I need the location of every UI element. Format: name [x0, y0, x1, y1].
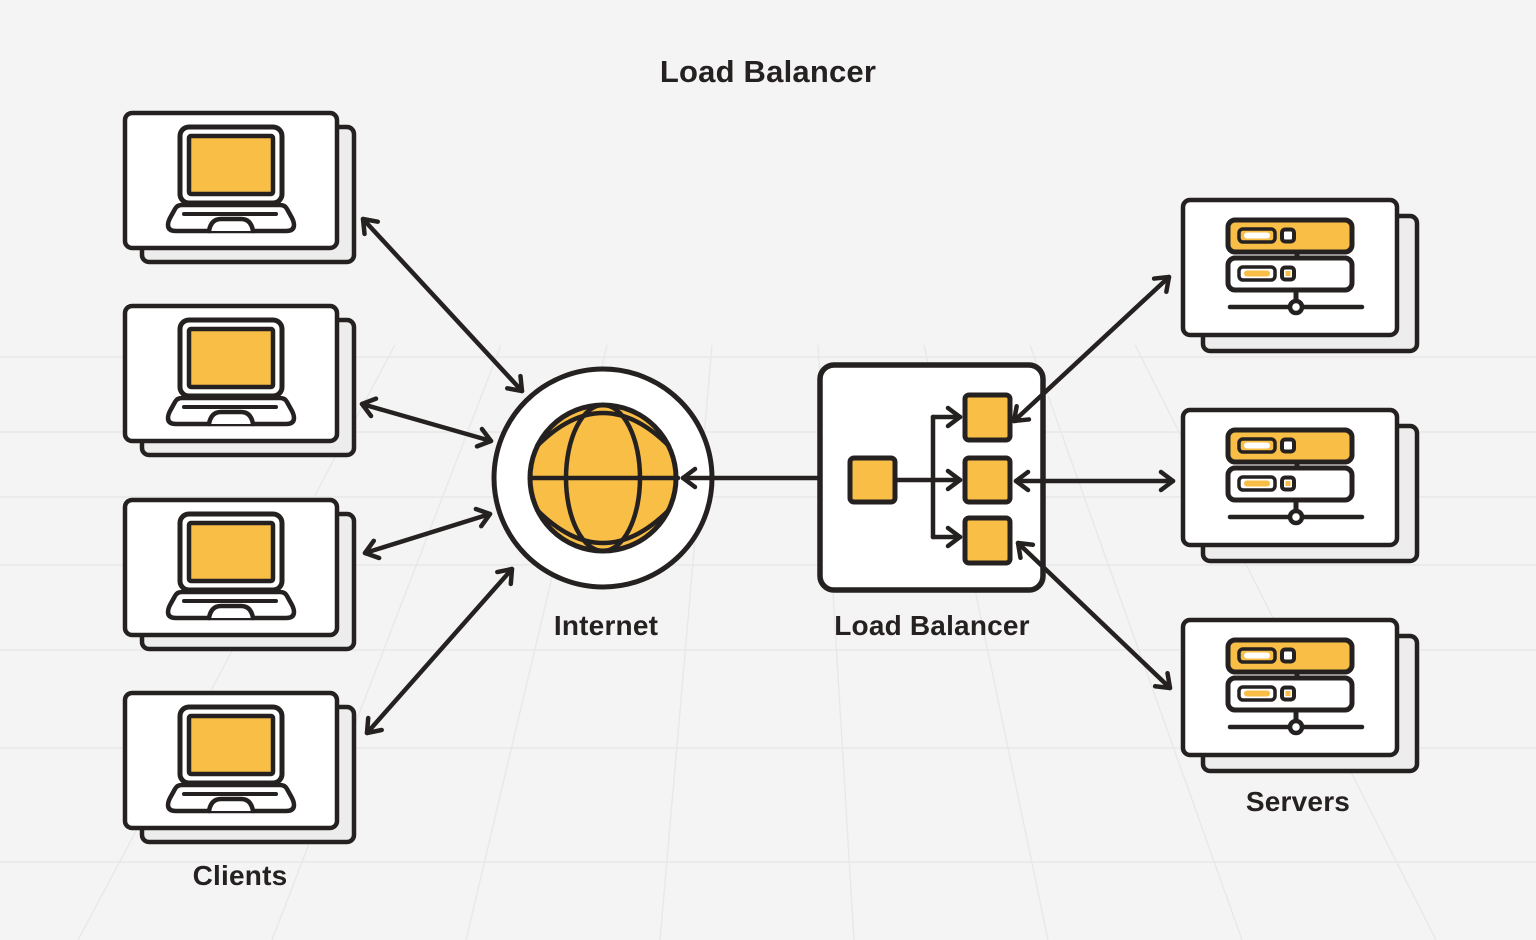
- diagram-title: Load Balancer: [659, 54, 877, 89]
- edge-client4-internet: [364, 566, 515, 736]
- laptop-icon: [168, 707, 294, 811]
- servers-label: Servers: [1245, 786, 1351, 817]
- lb-output-square-3: [962, 515, 1013, 566]
- load-balancer-flow: [892, 405, 963, 549]
- edge-client3-internet: [362, 506, 493, 561]
- edge-loadbalancer-server1: [1011, 274, 1172, 424]
- edge-client2-internet: [359, 396, 494, 449]
- server-node-2: [1180, 407, 1420, 564]
- load-balancer-node: [817, 362, 1046, 593]
- clients-label: Clients: [192, 860, 288, 891]
- edge-loadbalancer-server3: [1015, 540, 1173, 691]
- laptop-icon: [168, 127, 294, 231]
- laptop-icon: [168, 320, 294, 424]
- edge-client1-internet: [360, 216, 525, 394]
- server-node-1: [1180, 197, 1420, 354]
- globe-icon: [527, 402, 681, 554]
- internet-label: Internet: [553, 610, 659, 641]
- load-balancer-label: Load Balancer: [834, 610, 1030, 641]
- client-node-2: [122, 303, 357, 458]
- lb-input-square: [847, 455, 898, 505]
- lb-output-square-2: [962, 455, 1013, 505]
- client-node-1: [122, 110, 357, 265]
- client-node-3: [122, 497, 357, 652]
- lb-output-square-1: [962, 392, 1013, 443]
- server-node-3: [1180, 617, 1420, 774]
- laptop-icon: [168, 514, 294, 618]
- internet-node: [491, 366, 715, 590]
- client-node-4: [122, 690, 357, 845]
